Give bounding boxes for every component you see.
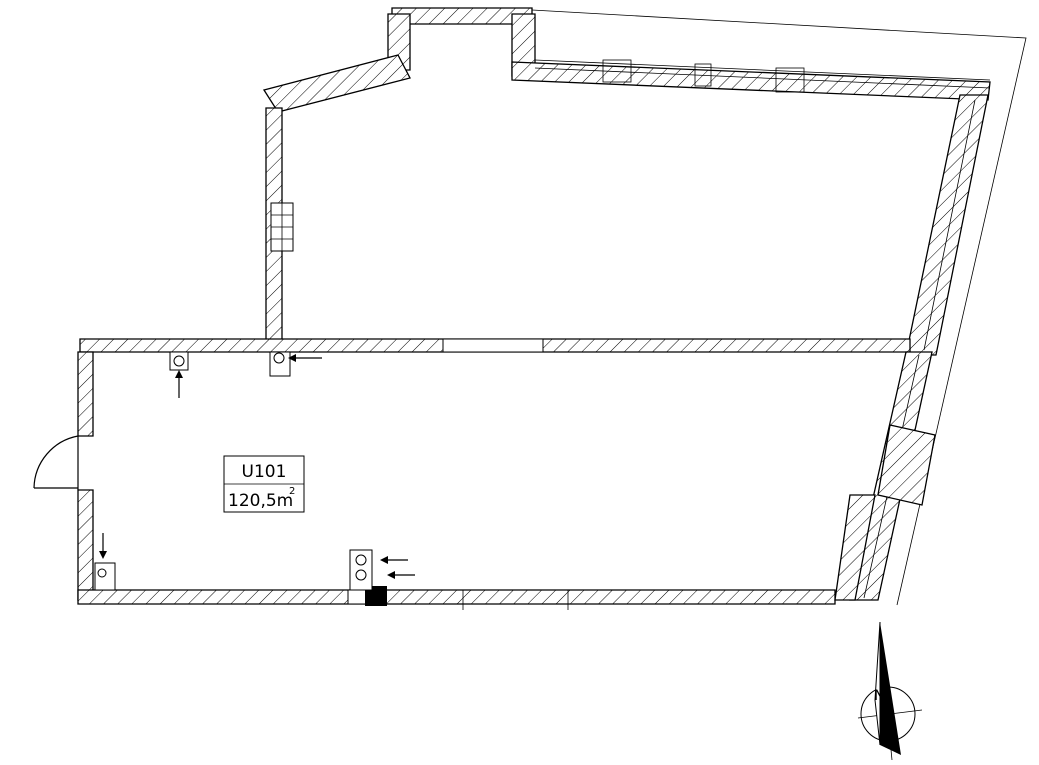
- middle-wall: [79, 338, 911, 353]
- main-room-walls: [77, 351, 936, 610]
- room-label-box: U101 120,5m 2: [223, 455, 305, 513]
- fitting-top-left: [169, 351, 189, 398]
- room-code: U101: [242, 462, 287, 482]
- upper-room-walls: [262, 7, 991, 356]
- site-boundary: [531, 9, 1027, 606]
- fitting-top-middle: [269, 351, 322, 377]
- fitting-bottom-left: [94, 533, 116, 591]
- door-swing: [33, 435, 79, 490]
- room-area: 120,5m: [228, 491, 293, 511]
- vent-grille-icon: [270, 202, 294, 252]
- north-arrow-icon: N: [857, 621, 923, 761]
- compass-letter: N: [874, 688, 884, 704]
- room-area-superscript: 2: [289, 486, 295, 497]
- fitting-bottom-middle: [349, 549, 415, 591]
